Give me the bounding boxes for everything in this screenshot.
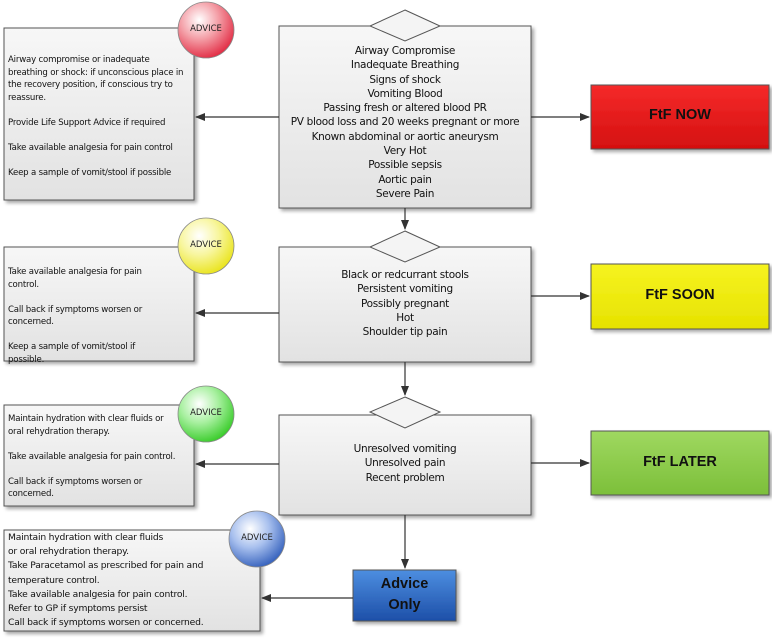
criteria-item: Signs of shock <box>369 73 441 86</box>
advice-line: Take Paracetamol as prescribed for pain … <box>8 560 204 572</box>
criteria-item: Vomiting Blood <box>367 87 443 100</box>
advice-box-1 <box>3 27 195 201</box>
ftf-now-label: FtF NOW <box>648 107 711 123</box>
ftf-soon-label: FtF SOON <box>645 287 715 303</box>
decision-diamond-2 <box>368 230 442 263</box>
advice-badge-blue <box>228 510 286 568</box>
criteria-item: Severe Pain <box>375 187 435 200</box>
advice-paragraph: Call back if symptoms worsen or concerne… <box>8 304 143 328</box>
criteria-item: Shoulder tip pain <box>362 326 448 339</box>
advice-box-4 <box>3 529 261 632</box>
ftf-later-label: FtF LATER <box>643 454 717 470</box>
criteria-item: Airway Compromise <box>354 45 456 57</box>
advice-paragraph: Keep a sample of vomit/stool if possible… <box>8 342 136 365</box>
outcome-box-ftf-now <box>590 84 770 150</box>
advice-text-4: Maintain hydration with clear fluids or … <box>8 531 256 630</box>
criteria-box-2 <box>278 246 532 363</box>
advice-paragraph: Maintain hydration with clear fluids or … <box>8 414 164 437</box>
advice-text-3: Maintain hydration with clear fluids or … <box>8 413 178 513</box>
advice-only-label: Advice Only <box>353 574 456 616</box>
criteria-item: Unresolved pain <box>364 457 446 470</box>
criteria-item: Recent problem <box>365 471 445 484</box>
advice-paragraph: Take available analgesia for pain contro… <box>8 142 173 153</box>
advice-badge-red <box>177 1 235 59</box>
decision-diamond-3 <box>368 396 442 429</box>
advice-text-2: Take available analgesia for pain contro… <box>8 266 172 379</box>
criteria-list-3: Unresolved vomiting Unresolved pain Rece… <box>279 442 531 485</box>
outcome-box-ftf-later <box>590 430 770 496</box>
advice-line: Call back if symptoms worsen or concerne… <box>8 617 204 629</box>
criteria-item: Persistent vomiting <box>357 283 453 296</box>
advice-box-3 <box>3 404 195 507</box>
outcome-box-ftf-soon <box>590 263 770 330</box>
advice-paragraph: Take available analgesia for pain contro… <box>8 267 142 290</box>
advice-line: or oral rehydration therapy. <box>8 546 129 558</box>
criteria-item: Inadequate Breathing <box>350 59 460 72</box>
advice-line: temperature control. <box>8 574 100 586</box>
outcome-box-advice-only <box>352 569 457 622</box>
criteria-item: Aortic pain <box>378 173 432 186</box>
advice-badge-label: ADVICE <box>190 24 222 34</box>
criteria-item: Passing fresh or altered blood PR <box>323 102 487 115</box>
criteria-item: PV blood loss and 20 weeks pregnant or m… <box>290 116 520 129</box>
advice-line: Maintain hydration with clear fluids <box>8 532 164 543</box>
advice-badge-yellow <box>177 217 235 275</box>
advice-paragraph: Call back if symptoms worsen or concerne… <box>8 476 143 500</box>
criteria-item: Known abdominal or aortic aneurysm <box>311 130 499 143</box>
decision-diamond-1 <box>368 9 442 42</box>
advice-badge-label: ADVICE <box>190 408 222 418</box>
advice-badge-label: ADVICE <box>241 533 273 543</box>
criteria-box-1 <box>278 25 532 209</box>
advice-paragraph: Keep a sample of vomit/stool if possible <box>8 167 172 178</box>
advice-box-2 <box>3 246 195 362</box>
advice-paragraph: Airway compromise or inadequate breathin… <box>8 55 184 103</box>
advice-paragraph: Provide Life Support Advice if required <box>8 117 166 128</box>
criteria-item: Unresolved vomiting <box>353 443 457 455</box>
advice-badge-green <box>177 385 235 443</box>
criteria-item: Hot <box>396 311 414 324</box>
criteria-item: Possible sepsis <box>368 159 442 172</box>
advice-text-1: Airway compromise or inadequate breathin… <box>8 54 188 192</box>
criteria-item: Very Hot <box>383 145 427 158</box>
advice-line: Take available analgesia for pain contro… <box>8 588 188 600</box>
advice-only-line: Advice <box>380 576 429 592</box>
criteria-item: Black or redcurrant stools <box>341 269 469 281</box>
advice-line: Refer to GP if symptoms persist <box>8 603 148 615</box>
criteria-list-1: Airway Compromise Inadequate Breathing S… <box>279 44 531 201</box>
criteria-item: Possibly pregnant <box>360 297 449 310</box>
advice-only-line: Only <box>388 597 421 613</box>
criteria-list-2: Black or redcurrant stools Persistent vo… <box>279 268 531 339</box>
advice-paragraph: Take available analgesia for pain contro… <box>8 451 176 462</box>
advice-badge-label: ADVICE <box>190 240 222 250</box>
